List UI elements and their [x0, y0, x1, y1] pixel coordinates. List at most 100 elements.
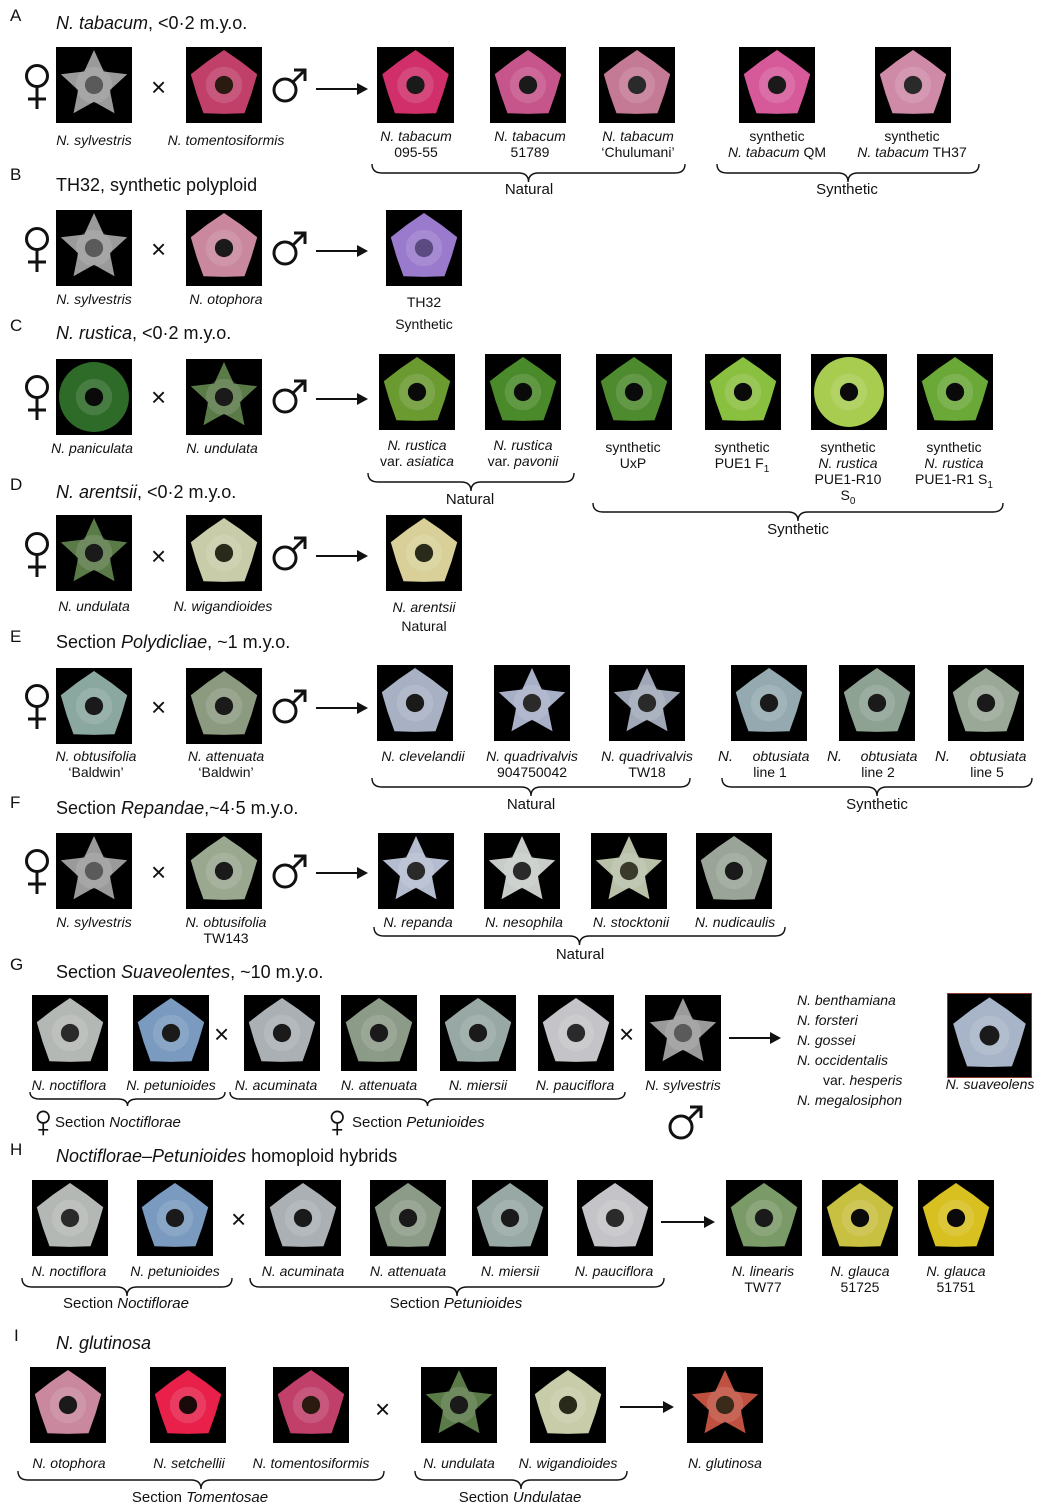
flower-n-attenuata: [341, 995, 417, 1071]
flower-tabacum-chulumani: [599, 47, 675, 123]
caption: N. noctiflora: [32, 1263, 107, 1279]
panel-d-title: N. arentsii, <0·2 m.y.o.: [56, 482, 236, 503]
cross-symbol: ×: [151, 859, 166, 885]
arrow-icon: [729, 1037, 779, 1039]
cross-symbol: ×: [151, 74, 166, 100]
caption: N. glauca51725: [830, 1263, 889, 1295]
flower-n-setchellii: [150, 1367, 226, 1443]
cross-symbol: ×: [151, 694, 166, 720]
flower-n-pauciflora: [538, 995, 614, 1071]
cross-symbol: ×: [214, 1021, 229, 1047]
male-symbol-icon: [270, 65, 310, 110]
section-label: Section Petunioides: [390, 1295, 523, 1312]
caption: N. suaveolens: [946, 1076, 1035, 1092]
arrow-icon: [316, 398, 366, 400]
arrow-icon: [316, 555, 366, 557]
panel-e-title: Section Polydicliae, ~1 m.y.o.: [56, 632, 290, 653]
flower-n-stocktonii: [591, 833, 667, 909]
brace-synthetic: [717, 164, 979, 182]
flower-n-nesophila: [484, 833, 560, 909]
arrow-icon: [316, 250, 366, 252]
flower-n-sylvestris: [56, 47, 132, 123]
male-symbol-icon: [270, 376, 310, 421]
flower-n-sylvestris: [56, 210, 132, 286]
flower-n-paniculata: [56, 359, 132, 435]
caption: N. setchellii: [153, 1455, 225, 1471]
section-label: Section Undulatae: [459, 1489, 582, 1506]
group-label: Natural: [507, 796, 555, 813]
flower-n-noctiflora: [32, 1180, 108, 1256]
flower-n-acuminata: [244, 995, 320, 1071]
caption: N. quadrivalvis904750042: [486, 748, 578, 780]
brace-undulatae: [415, 1471, 627, 1489]
panel-f-title: Section Repandae,~4·5 m.y.o.: [56, 798, 298, 819]
male-symbol-icon: [270, 533, 310, 578]
group-label: Natural: [446, 491, 494, 508]
caption: N. attenuata‘Baldwin’: [188, 748, 264, 780]
caption: N. otophora: [189, 291, 262, 307]
male-symbol-icon: [270, 686, 310, 731]
caption: N. linearisTW77: [732, 1263, 794, 1295]
flower-rustica-asiatica: [379, 354, 455, 430]
brace-natural: [372, 164, 685, 182]
caption: N. petunioides: [130, 1263, 220, 1279]
caption: N. sylvestris: [56, 132, 131, 148]
flower-n-glutinosa: [687, 1367, 763, 1443]
caption: N. tomentosiformis: [253, 1455, 370, 1471]
female-symbol-icon: [35, 1110, 52, 1141]
caption: N. petunioides: [126, 1077, 216, 1093]
brace-natural: [368, 473, 574, 491]
flower-n-clevelandii: [377, 665, 453, 741]
flower-synthetic-qm: [739, 47, 815, 123]
panel-i-letter: I: [14, 1326, 19, 1346]
group-label: Natural: [556, 946, 604, 963]
flower-pue1-r1: [917, 354, 993, 430]
caption: N. undulata: [186, 440, 258, 456]
flower-quadrivalvis-tw18: [609, 665, 685, 741]
cross-symbol: ×: [151, 543, 166, 569]
female-symbol-icon: [329, 1110, 346, 1141]
flower-n-undulata: [421, 1367, 497, 1443]
caption: N. otophora: [32, 1455, 105, 1471]
flower-rustica-pavonii: [485, 354, 561, 430]
group-label: Synthetic: [846, 796, 908, 813]
flower-n-obtusifolia: [56, 668, 132, 744]
cross-symbol: ×: [231, 1206, 246, 1232]
female-symbol-icon: [22, 63, 52, 116]
flower-th32: [386, 210, 462, 286]
flower-n-miersii: [440, 995, 516, 1071]
flower-n-petunioides: [133, 995, 209, 1071]
flower-n-otophora: [30, 1367, 106, 1443]
female-symbol-icon: [22, 226, 52, 279]
group-label: Natural: [505, 181, 553, 198]
flower-obtusiata-2: [839, 665, 915, 741]
caption: N. pauciflora: [575, 1263, 654, 1279]
cross-symbol: ×: [151, 236, 166, 262]
arrow-icon: [316, 88, 366, 90]
cross-symbol: ×: [619, 1021, 634, 1047]
flower-n-noctiflora: [32, 995, 108, 1071]
species-list: N. benthamiana N. forsteri N. gossei N. …: [797, 990, 902, 1110]
caption: N. wigandioides: [174, 598, 273, 614]
flower-tabacum-51789: [490, 47, 566, 123]
flower-n-otophora: [186, 210, 262, 286]
section-label: Section Petunioides: [352, 1114, 485, 1131]
female-symbol-icon: [22, 374, 52, 427]
flower-n-wigandioides: [530, 1367, 606, 1443]
panel-g-letter: G: [10, 955, 23, 975]
flower-n-arentsii: [386, 515, 462, 591]
brace-synthetic: [722, 778, 1032, 796]
brace-tomentosae: [18, 1471, 384, 1489]
section-label: Section Noctiflorae: [63, 1295, 189, 1312]
brace-petunioides: [250, 1278, 664, 1296]
panel-h-title: Noctiflorae–Petunioides homoploid hybrid…: [56, 1146, 397, 1167]
arrow-icon: [316, 707, 366, 709]
caption: N. obtusifolia‘Baldwin’: [56, 748, 137, 780]
caption: N. miersii: [449, 1077, 507, 1093]
